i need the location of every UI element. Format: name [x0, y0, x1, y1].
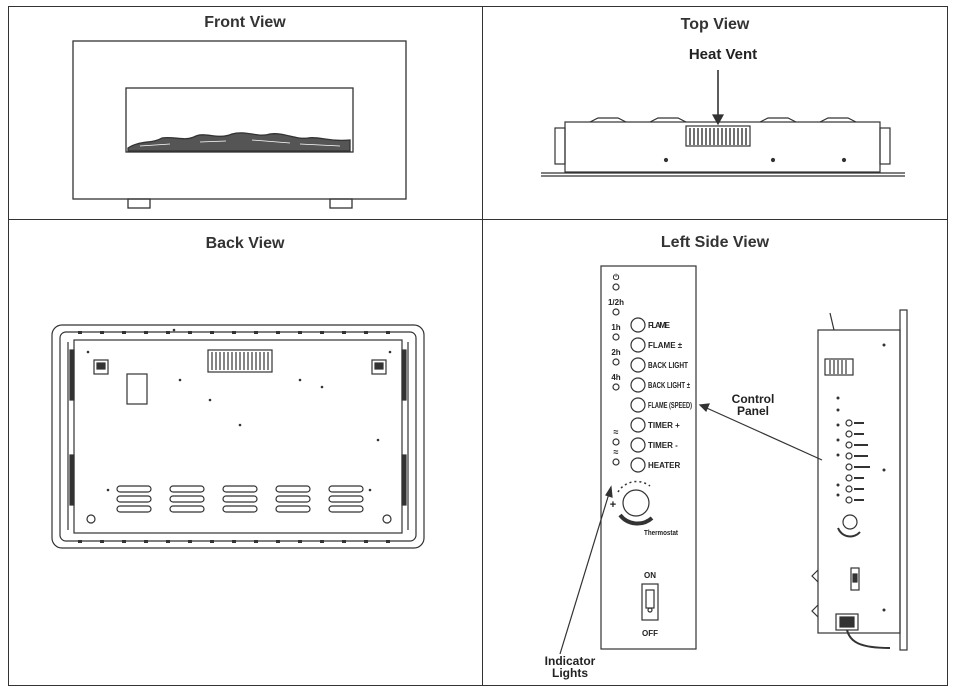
thermostat-plus-sign: +	[610, 499, 616, 511]
heat-vent-label: Heat Vent	[688, 46, 758, 63]
button-label-flame-adjust: FLAME ±	[648, 341, 683, 350]
indicator-label-2h: 2h	[611, 348, 620, 357]
indicator-label-4h: 4h	[611, 373, 620, 382]
switch-off-label: OFF	[642, 629, 658, 638]
button-label-flame-speed: FLAME (SPEED)	[648, 401, 692, 410]
back-view-title: Back View	[205, 235, 285, 252]
indicator-label-1h: 1h	[611, 323, 620, 332]
button-label-timer-minus: TIMER -	[648, 441, 678, 450]
top-view-drawing	[541, 70, 905, 177]
front-view-drawing	[72, 40, 407, 209]
heat-high-icon: ≈	[614, 447, 619, 457]
top-vent-slats	[689, 128, 747, 145]
switch-on-label: ON	[644, 571, 656, 580]
horizontal-divider	[8, 219, 948, 220]
top-view-title: Top View	[680, 16, 750, 33]
control-panel-text: ⏻ 1/2h 1h 2h 4h ≈ ≈ FLAME FLAME ± BACK L…	[608, 273, 692, 638]
thermostat-dial	[622, 489, 650, 517]
back-view-drawing	[51, 324, 425, 549]
back-edge-ticks	[78, 331, 390, 543]
button-label-back-light-adjust: BACK LIGHT ±	[648, 381, 690, 390]
thermostat-label: Thermostat	[644, 530, 679, 537]
button-label-heater: HEATER	[648, 461, 681, 470]
control-buttons	[630, 317, 646, 473]
side-profile-drawing	[811, 309, 908, 651]
heat-low-icon: ≈	[614, 427, 619, 437]
back-louvers	[116, 485, 364, 513]
on-off-switch	[641, 583, 659, 621]
left-side-view-title: Left Side View	[660, 234, 770, 251]
side-panel-buttons	[845, 419, 853, 504]
indicator-lights	[612, 283, 620, 466]
back-vent-slats	[211, 352, 269, 370]
vertical-divider	[482, 6, 483, 686]
diagram-frame	[8, 6, 948, 686]
button-label-timer-plus: TIMER +	[648, 421, 680, 430]
button-label-back-light: BACK LIGHT	[648, 361, 688, 370]
control-panel-drawing	[559, 265, 823, 655]
indicator-label-half-hour: 1/2h	[608, 298, 624, 307]
front-view-title: Front View	[204, 14, 286, 31]
indicator-icon-power: ⏻	[613, 273, 620, 282]
button-label-flame: FLAME	[648, 321, 671, 330]
